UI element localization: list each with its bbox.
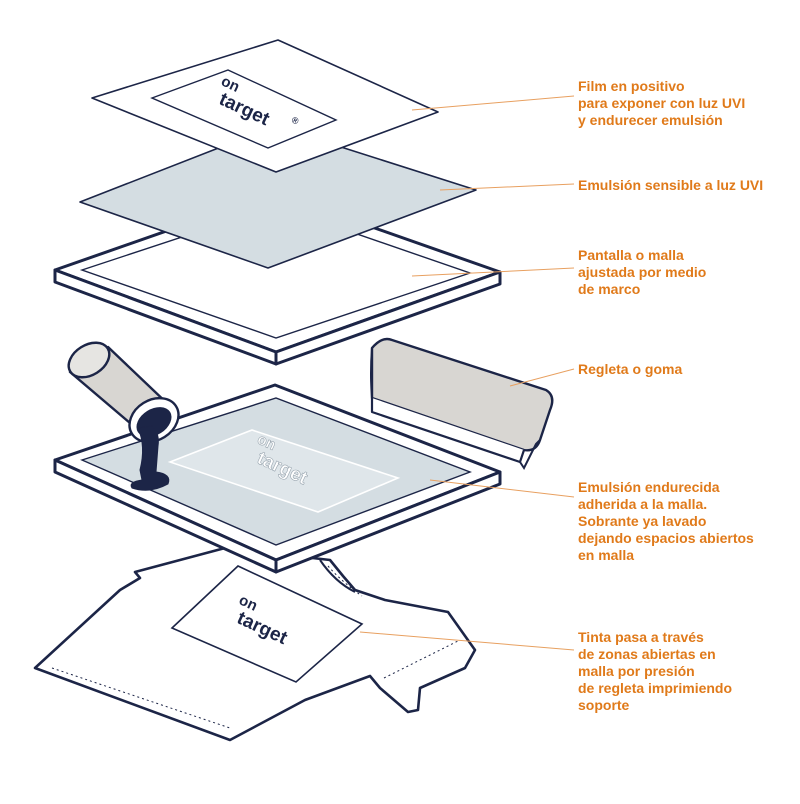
svg-text:on: on (236, 592, 260, 615)
ink-can (67, 341, 180, 444)
leader-line-hardened (429, 479, 575, 498)
leader-line-ink (359, 631, 575, 651)
leader-line-squeegee (509, 368, 575, 387)
svg-text:on: on (218, 73, 242, 96)
film-positive: on target ® (91, 39, 439, 173)
leader-line-emulsion (439, 183, 575, 191)
label-film-positive: Film en positivo para exponer con luz UV… (578, 78, 746, 128)
emulsion-sheet (79, 125, 477, 269)
leader-line-screen (411, 267, 575, 277)
label-emulsion: Emulsión sensible a luz UVI (578, 177, 764, 193)
shirt-print-area (170, 565, 364, 683)
tshirt: on target (33, 546, 477, 742)
leader-line-film (411, 95, 575, 111)
label-squeegee: Regleta o goma (578, 361, 683, 377)
label-ink: Tinta pasa a través de zonas abiertas en… (578, 629, 733, 713)
svg-text:®: ® (290, 115, 301, 127)
squeegee (370, 337, 554, 470)
ink-pour (130, 425, 170, 491)
open-mesh-area (167, 429, 401, 513)
label-hardened-emulsion: Emulsión endurecida adherida a la malla.… (578, 479, 754, 563)
label-screen: Pantalla o malla ajustada por medio de m… (578, 247, 707, 297)
leader-lines (359, 95, 575, 651)
svg-text:on: on (255, 431, 279, 454)
film-logo-area (150, 69, 338, 149)
